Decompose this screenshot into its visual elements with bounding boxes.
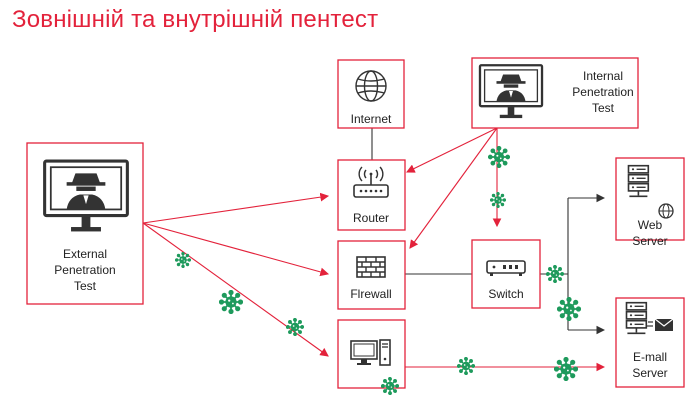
- email-server-label-1: E-mall: [633, 350, 667, 364]
- external-pentest-node: External Penetration Test: [26, 142, 144, 305]
- firewall-label: Flrewall: [350, 287, 391, 301]
- router-label: Router: [353, 211, 389, 225]
- web-globe-icon: [658, 203, 674, 219]
- internal-label-1: Internal: [583, 69, 623, 83]
- internal-to-firewall-arrow: [409, 127, 498, 249]
- virus-icon: [488, 146, 510, 168]
- virus-icon: [219, 290, 243, 314]
- virus-icon: [490, 192, 506, 208]
- internal-label-3: Test: [592, 101, 615, 115]
- desktop-computer-icon: [350, 339, 391, 366]
- email-server-node: E-mall Server: [615, 297, 685, 388]
- web-server-label-1: Web: [638, 218, 663, 232]
- external-to-pc-arrow: [142, 222, 329, 357]
- brick-wall-icon: [356, 256, 386, 278]
- virus-icon: [175, 252, 191, 268]
- workstation-node: [337, 319, 406, 389]
- connectors: [142, 127, 606, 372]
- internet-label: Internet: [351, 112, 392, 126]
- switch-label: Switch: [488, 287, 523, 301]
- virus-icon: [557, 297, 581, 321]
- switch-node: Switch: [471, 239, 541, 309]
- external-label-2: Penetration: [54, 263, 115, 277]
- internal-pentest-node: Internal Penetration Test: [471, 57, 639, 129]
- external-to-router-arrow: [142, 192, 330, 224]
- router-icon: [353, 166, 389, 198]
- external-to-firewall-arrow: [142, 222, 330, 277]
- internal-to-router-arrow: [406, 127, 498, 173]
- envelope-icon: [647, 318, 674, 331]
- external-label-1: External: [63, 247, 107, 261]
- virus-icon: [381, 377, 399, 395]
- server-icon: [625, 301, 648, 335]
- virus-icon: [554, 357, 578, 381]
- globe-icon: [355, 70, 387, 102]
- email-server-label-2: Server: [632, 366, 667, 380]
- virus-icon: [286, 318, 304, 336]
- web-server-label-2: Server: [632, 234, 667, 248]
- router-node: Router: [337, 159, 406, 231]
- virus-icon: [546, 265, 564, 283]
- external-label-3: Test: [74, 279, 97, 293]
- firewall-node: Flrewall: [337, 240, 406, 310]
- page-title: Зовнішній та внутрішній пентест: [12, 6, 379, 33]
- network-switch-icon: [486, 260, 526, 276]
- web-server-node: Web Server: [615, 157, 685, 248]
- internal-label-2: Penetration: [572, 85, 633, 99]
- internet-node: Internet: [337, 59, 405, 129]
- virus-icon: [457, 357, 475, 375]
